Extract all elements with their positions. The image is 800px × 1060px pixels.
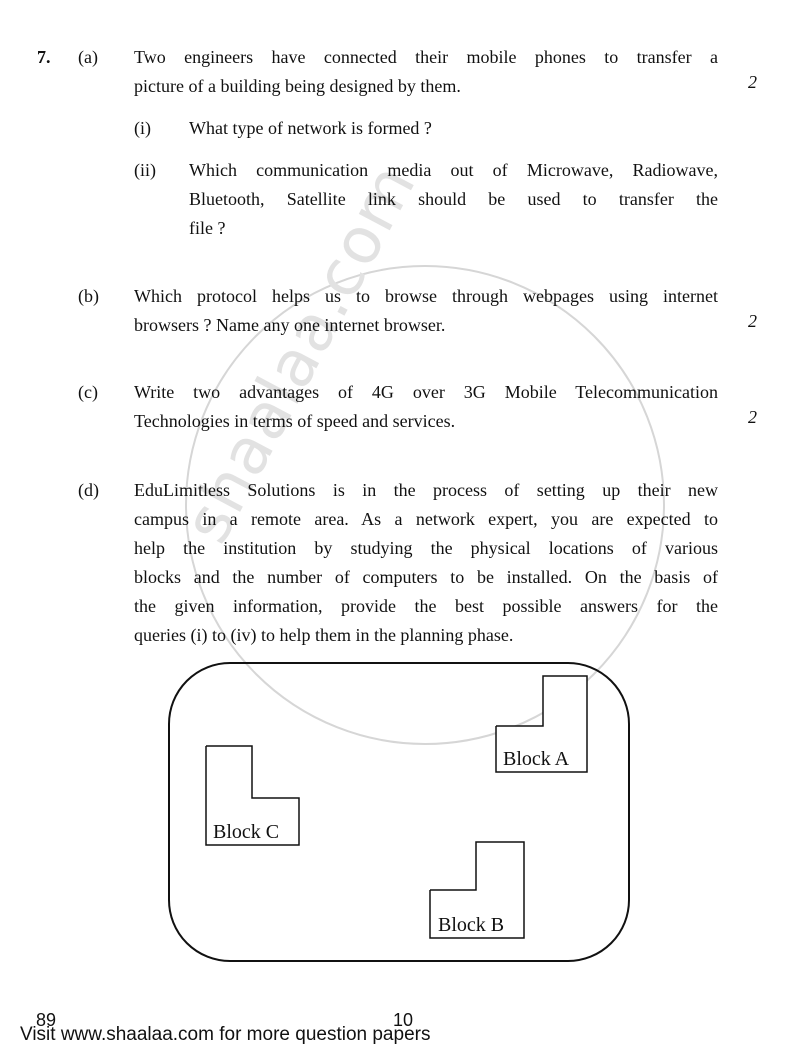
part-a-ii-text: Which communication media out of Microwa… <box>189 156 718 243</box>
part-b-marks: 2 <box>748 311 757 331</box>
page-number: 10 <box>393 1010 414 1030</box>
part-c-line-1: Write two advantages of 4G over 3G Mobil… <box>134 382 718 402</box>
part-d-line-3: help the institution by studying the phy… <box>134 538 718 558</box>
part-b-text: Which protocol helps us to browse throug… <box>134 282 718 340</box>
part-a-text: Two engineers have connected their mobil… <box>134 43 718 101</box>
footer-link-text[interactable]: Visit www.shaalaa.com for more question … <box>20 1024 431 1045</box>
part-a-marks: 2 <box>748 72 757 92</box>
part-a-ii-line-3: file ? <box>189 218 226 238</box>
part-d-line-5: the given information, provide the best … <box>134 596 718 616</box>
block-a-label: Block A <box>503 747 570 771</box>
part-c-label: (c) <box>78 382 98 402</box>
part-a-i-label: (i) <box>134 118 151 138</box>
part-c-line-2: Technologies in terms of speed and servi… <box>134 411 456 431</box>
part-c-marks: 2 <box>748 407 757 427</box>
campus-boundary <box>168 662 630 962</box>
part-b-label: (b) <box>78 286 99 306</box>
part-d-text: EduLimitless Solutions is in the process… <box>134 476 718 650</box>
part-a-i-text: What type of network is formed ? <box>189 118 432 138</box>
part-b-line-2: browsers ? Name any one internet browser… <box>134 315 446 335</box>
part-a-ii-line-2: Bluetooth, Satellite link should be used… <box>189 189 718 209</box>
part-c-text: Write two advantages of 4G over 3G Mobil… <box>134 378 718 436</box>
part-a-ii-line-1: Which communication media out of Microwa… <box>189 160 718 180</box>
watermark-circle <box>185 265 665 745</box>
part-b-line-1: Which protocol helps us to browse throug… <box>134 286 718 306</box>
part-d-line-2: campus in a remote area. As a network ex… <box>134 509 718 529</box>
paper-code: 89 <box>36 1010 57 1030</box>
part-d-line-1: EduLimitless Solutions is in the process… <box>134 480 718 500</box>
part-a-line-2: picture of a building being designed by … <box>134 76 461 96</box>
part-d-label: (d) <box>78 480 99 500</box>
block-c-label: Block C <box>213 820 280 844</box>
part-d-line-6: queries (i) to (iv) to help them in the … <box>134 625 514 645</box>
question-number: 7. <box>37 47 51 67</box>
part-d-line-4: blocks and the number of computers to be… <box>134 567 718 587</box>
part-a-line-1: Two engineers have connected their mobil… <box>134 47 718 67</box>
block-b-label: Block B <box>438 913 505 937</box>
part-a-label: (a) <box>78 47 98 67</box>
part-a-ii-label: (ii) <box>134 160 156 180</box>
